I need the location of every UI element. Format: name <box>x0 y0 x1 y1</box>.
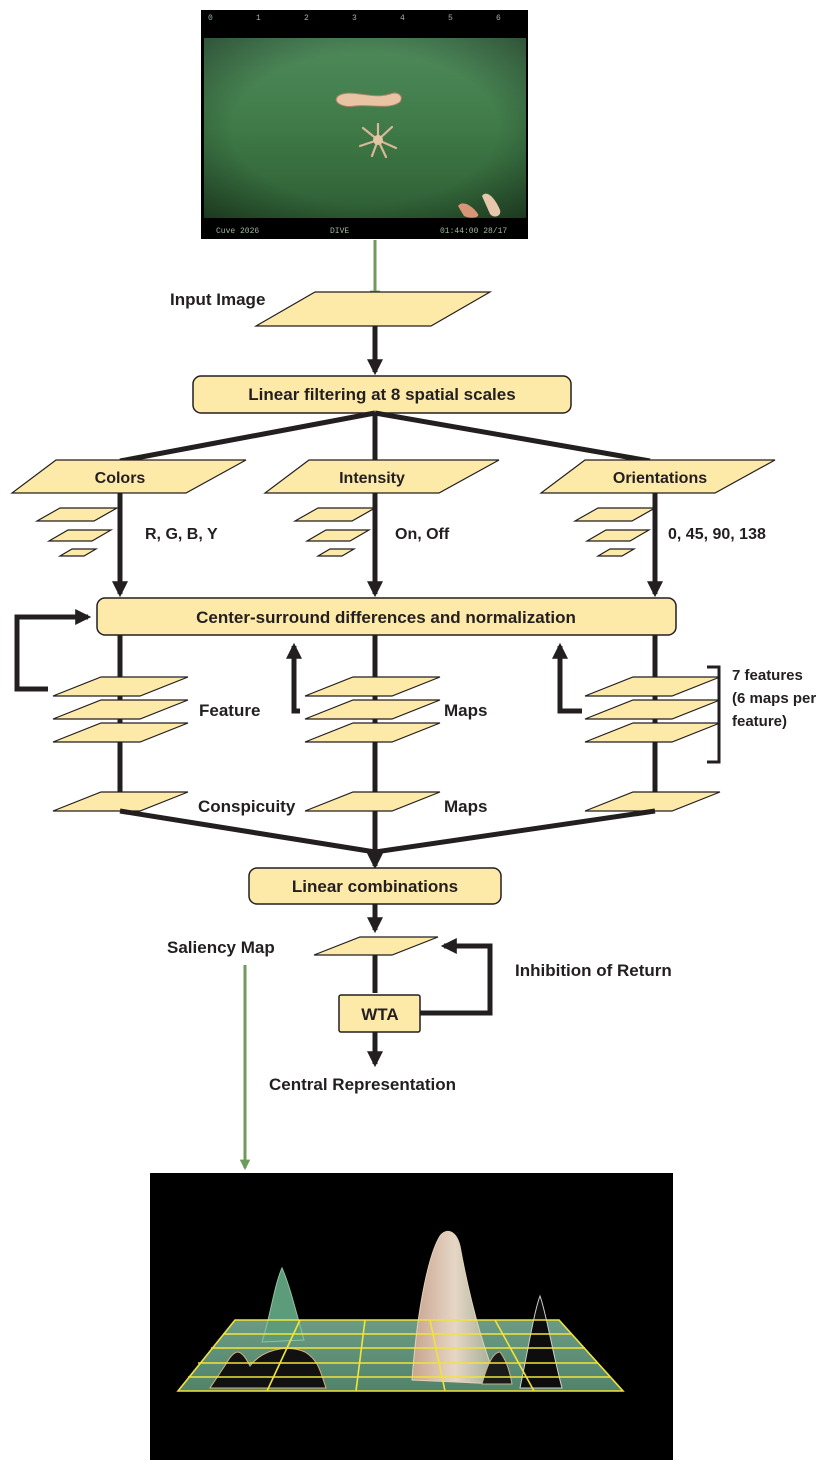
hud-bottom-center: DIVE <box>330 227 349 236</box>
hud-bottom-right: 01:44:00 28/17 <box>440 227 507 236</box>
hud-top-4: 4 <box>400 14 405 23</box>
converge-line-colors <box>119 808 376 855</box>
orientations-channels-label: 0, 45, 90, 138 <box>668 526 766 543</box>
orientations-label: Orientations <box>613 470 707 487</box>
feedback-arrow-intensity <box>285 642 303 714</box>
intensity-pyramid <box>292 507 378 557</box>
colors-feature-maps <box>52 676 189 743</box>
features-note-line1: 7 features <box>732 667 803 684</box>
linear-combinations-label: Linear combinations <box>292 877 458 896</box>
inhibition-loop-arrow <box>420 937 493 1016</box>
input-image-photo: 0 1 2 3 4 5 6 Cuve 2026 DIVE 01:44:00 28… <box>201 10 528 239</box>
feature-label: Feature <box>199 701 260 720</box>
features-note-line2: (6 maps per <box>732 690 816 707</box>
orientations-plane <box>539 459 776 494</box>
center-surround-box <box>96 597 677 636</box>
colors-channels-label: R, G, B, Y <box>145 526 218 543</box>
orientations-conspicuity-map <box>584 791 721 812</box>
intensity-channels-label: On, Off <box>395 526 450 543</box>
photo-hud-overlay: 0 1 2 3 4 5 6 Cuve 2026 DIVE 01:44:00 28… <box>208 14 507 236</box>
branch-line-colors <box>119 410 376 464</box>
intensity-conspicuity-map <box>304 791 441 812</box>
colors-label: Colors <box>95 470 146 487</box>
hud-top-1: 1 <box>256 14 261 23</box>
colors-pyramid <box>34 507 120 557</box>
conspicuity-label: Conspicuity <box>198 797 296 816</box>
branch-line-orientations <box>374 410 651 464</box>
colors-conspicuity-map <box>52 791 189 812</box>
saliency-grid <box>176 1319 625 1392</box>
intensity-label: Intensity <box>339 470 405 487</box>
saliency-peak-center <box>411 1230 499 1385</box>
features-bracket <box>707 665 721 764</box>
linear-filtering-label: Linear filtering at 8 spatial scales <box>248 385 515 404</box>
maps-label-2: Maps <box>444 797 487 816</box>
hud-bottom-left: Cuve 2026 <box>216 227 259 236</box>
colors-plane <box>10 459 247 494</box>
maps-label-1: Maps <box>444 701 487 720</box>
saliency-map-label: Saliency Map <box>167 938 275 957</box>
center-surround-label: Center-surround differences and normaliz… <box>196 608 576 627</box>
feedback-arrow-orientations <box>551 642 582 714</box>
saliency-map-plane <box>313 936 439 956</box>
debris-shapes <box>458 193 501 218</box>
converge-line-orientations <box>374 808 656 855</box>
orientations-feature-maps <box>584 676 721 743</box>
saliency-3d-plot <box>150 1173 673 1460</box>
hud-top-3: 3 <box>352 14 357 23</box>
hud-top-2: 2 <box>304 14 309 23</box>
inhibition-of-return-label: Inhibition of Return <box>515 961 672 980</box>
input-image-label: Input Image <box>170 290 265 309</box>
hud-top-5: 5 <box>448 14 453 23</box>
sea-cucumber-shape <box>335 92 402 107</box>
wta-label: WTA <box>361 1005 398 1024</box>
feedback-arrow-colors <box>14 608 92 692</box>
hud-top-0: 0 <box>208 14 213 23</box>
intensity-plane <box>263 459 500 494</box>
starfish-shape <box>358 122 398 159</box>
input-image-plane <box>253 291 493 327</box>
features-note-line3: feature) <box>732 713 787 730</box>
central-representation-label: Central Representation <box>269 1075 456 1094</box>
hud-top-6: 6 <box>496 14 501 23</box>
orientations-pyramid <box>572 507 658 557</box>
intensity-feature-maps <box>304 676 441 743</box>
saliency-trough <box>209 1348 327 1389</box>
